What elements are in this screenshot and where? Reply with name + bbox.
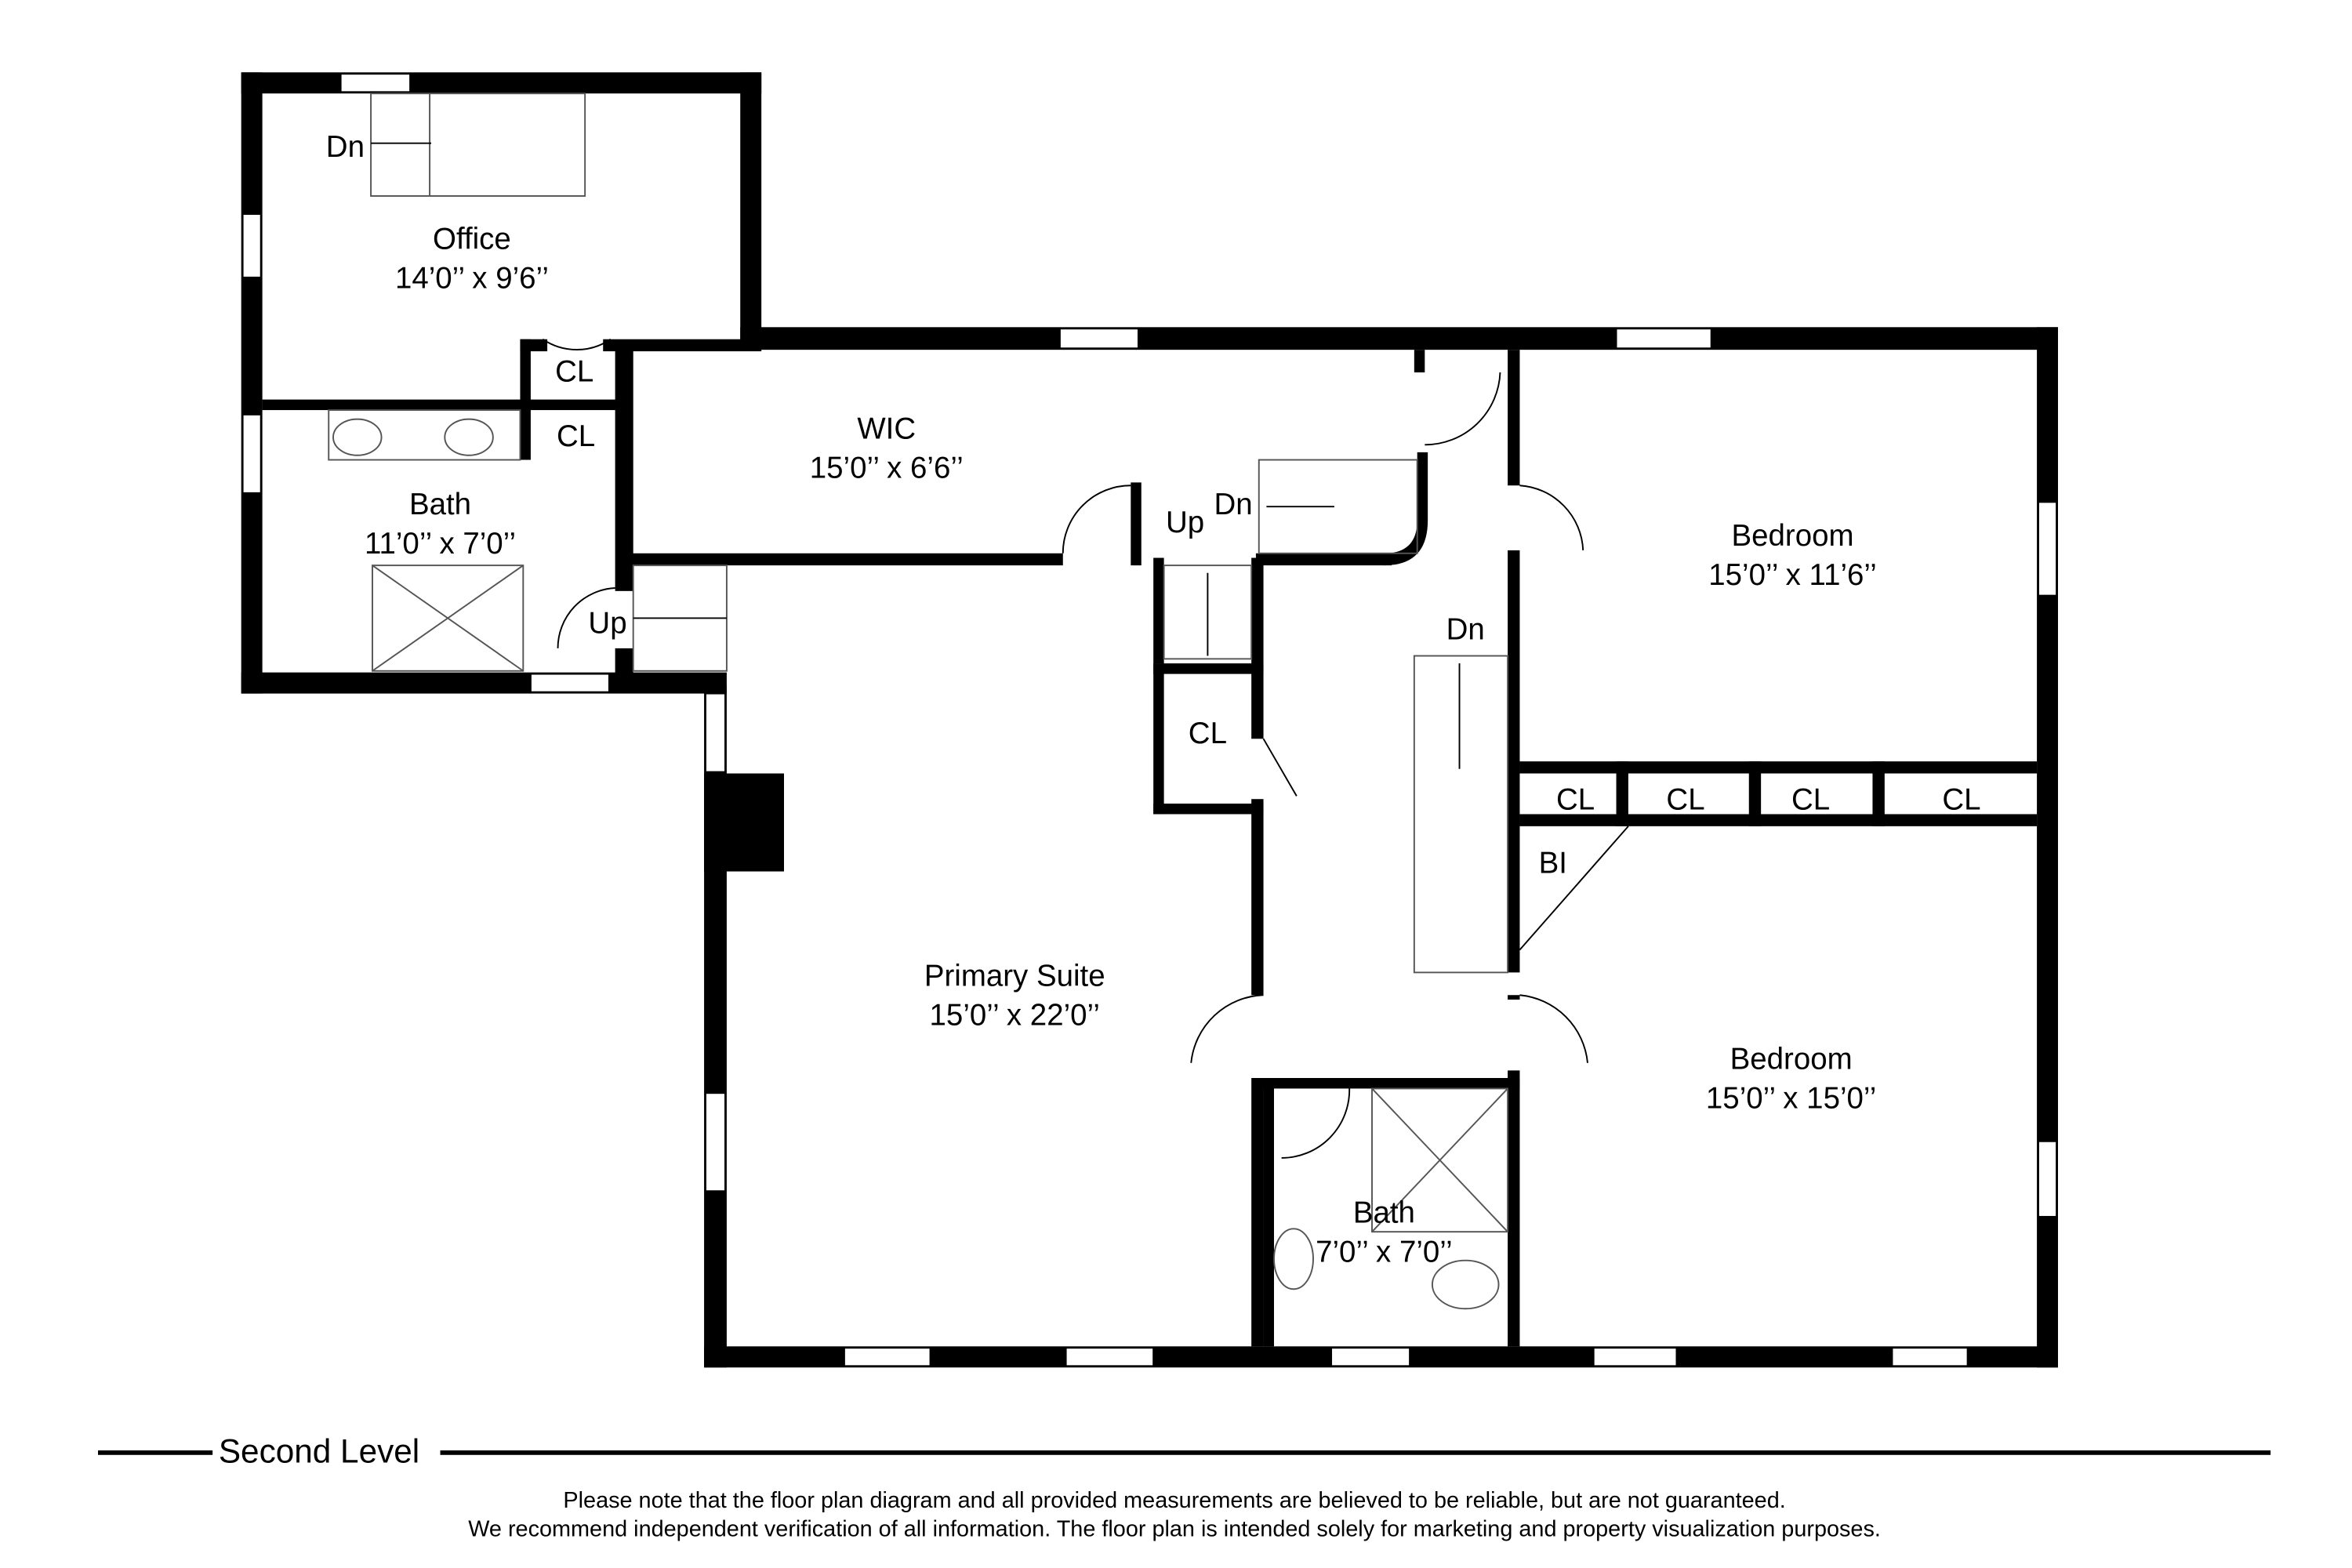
closet-label: CL (1666, 783, 1704, 817)
room-name-bath: Bath (1353, 1196, 1415, 1230)
closet-label: CL (555, 355, 593, 389)
room-dims-primary-suite: 15’0’’ x 22’0’’ (930, 999, 1100, 1033)
room-dims-bath: 11’0’’ x 7’0’’ (365, 527, 516, 561)
room-dims-bath: 7’0’’ x 7’0’’ (1316, 1236, 1453, 1269)
closet-label: CL (1942, 783, 1980, 817)
stairs-down-label: Dn (326, 130, 365, 164)
room-name-office: Office (433, 222, 511, 256)
room-dims-bedroom: 15’0’’ x 11’6’’ (1708, 558, 1877, 592)
stairs-up-label: Up (588, 607, 626, 641)
windows (241, 73, 2058, 1367)
disclaimer-line: We recommend independent verification of… (468, 1517, 1881, 1542)
built-in-label: BI (1539, 846, 1567, 880)
closet-label: CL (557, 419, 595, 453)
fixtures (328, 93, 1629, 1310)
room-dims-office: 14’0’’ x 9’6’’ (395, 261, 549, 295)
stairs-down-label: Dn (1214, 488, 1252, 521)
stairs-up-label: Up (1166, 506, 1204, 539)
level-title-bar: Second Level (98, 1432, 2271, 1469)
closet-label: CL (1189, 717, 1227, 750)
room-name-bedroom: Bedroom (1730, 1042, 1853, 1076)
room-name-bath: Bath (409, 488, 471, 521)
room-dims-bedroom: 15’0’’ x 15’0’’ (1706, 1081, 1876, 1115)
closet-label: CL (1556, 783, 1595, 817)
disclaimer-line: Please note that the floor plan diagram … (563, 1488, 1785, 1513)
room-dims-wic: 15’0’’ x 6’6’’ (810, 452, 964, 485)
room-name-primary-suite: Primary Suite (924, 960, 1105, 993)
room-name-bedroom: Bedroom (1732, 519, 1854, 553)
room-name-wic: WIC (857, 412, 916, 446)
closet-label: CL (1791, 783, 1830, 817)
room-labels: Dn Office 14’0’’ x 9’6’’ CL CL Bath 11’0… (326, 130, 1981, 1269)
level-title: Second Level (219, 1432, 419, 1469)
stairs-down-label: Dn (1446, 612, 1485, 646)
